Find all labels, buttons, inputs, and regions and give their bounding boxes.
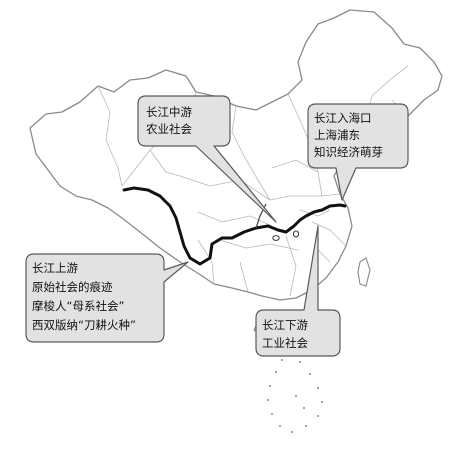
callout-upper-line4: 西双版纳“刀耕火种”	[32, 318, 136, 332]
callout-middle-line2: 农业社会	[146, 122, 192, 136]
callout-middle-box	[137, 95, 277, 223]
callout-lower-box	[255, 225, 341, 357]
callout-upper-line3: 摩梭人“母系社会”	[32, 299, 124, 313]
poyang-lake	[292, 230, 300, 238]
callout-mouth-line3: 知识经济萌芽	[314, 145, 383, 159]
callout-mouth-line2: 上海浦东	[314, 128, 360, 142]
callout-lower-line1: 长江下游	[262, 318, 308, 332]
callout-mouth-line1: 长江入海口	[314, 111, 372, 125]
south-sea-islands	[266, 348, 324, 434]
callout-lower: 长江下游 工业社会	[255, 225, 341, 357]
callout-middle: 长江中游 农业社会	[137, 95, 277, 223]
callout-lower-line2: 工业社会	[262, 336, 308, 350]
callout-mouth-box	[307, 103, 409, 201]
callout-middle-line1: 长江中游	[146, 105, 192, 119]
callout-mouth: 长江入海口 上海浦东 知识经济萌芽	[307, 103, 409, 201]
callout-upper-line2: 原始社会的痕迹	[32, 280, 113, 294]
yangtze-river-main	[122, 186, 347, 266]
dongting-lake	[272, 235, 280, 241]
callout-upper-box	[25, 253, 189, 343]
china-outline	[29, 9, 443, 434]
callout-upper-line1: 长江上游	[32, 261, 78, 275]
taiwan-island	[357, 257, 371, 287]
callout-upper: 长江上游 原始社会的痕迹 摩梭人“母系社会” 西双版纳“刀耕火种”	[25, 253, 189, 343]
